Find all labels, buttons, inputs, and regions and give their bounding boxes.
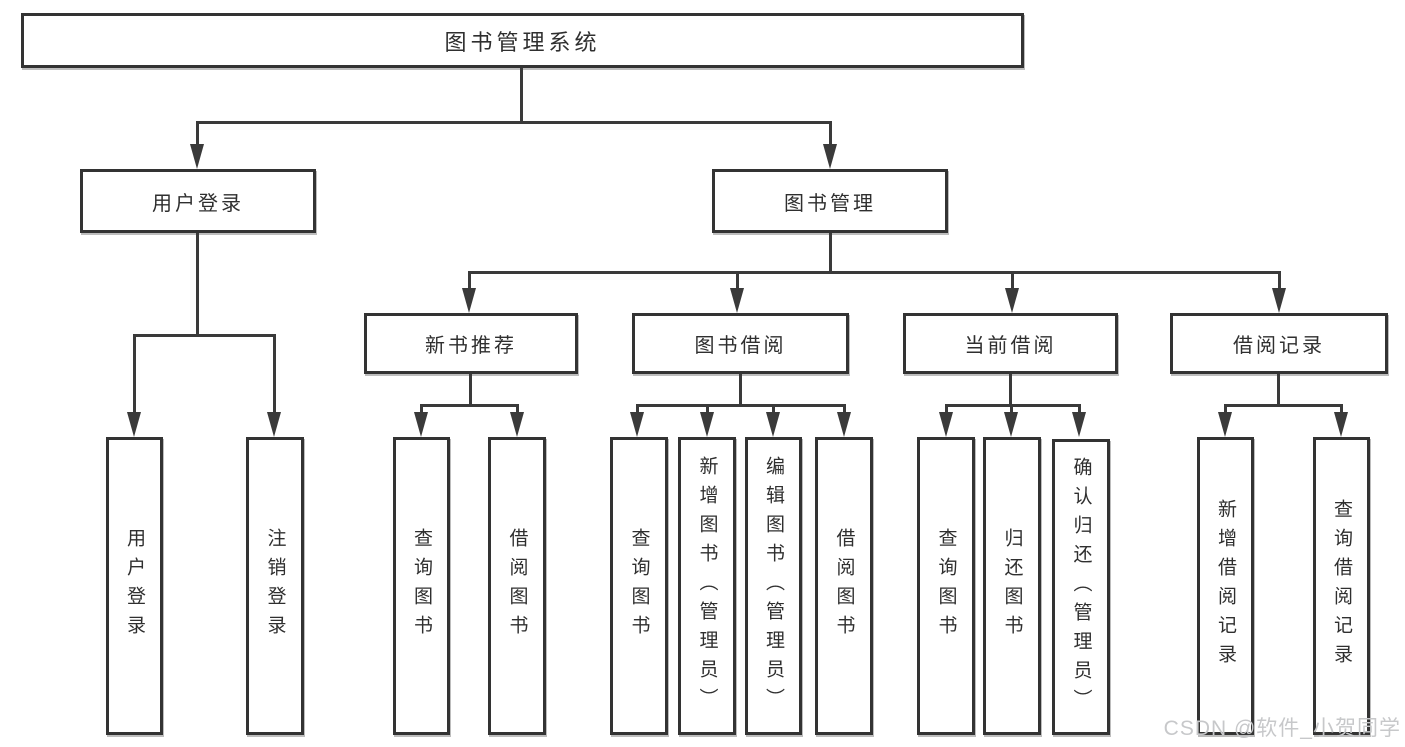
connector-stem	[420, 404, 423, 414]
node-user-login: 用户登录	[80, 169, 316, 233]
arrow-down-icon	[837, 412, 851, 437]
connector-rail	[420, 404, 519, 407]
leaf-borrow-books: 借阅图书	[815, 437, 873, 735]
connector-stem	[1278, 271, 1281, 293]
connector-rail	[945, 404, 1081, 407]
leaf-query-books-recommend: 查询图书	[393, 437, 450, 735]
arrow-down-icon	[1272, 288, 1286, 313]
connector-stem	[1078, 404, 1081, 414]
connector-stem	[843, 404, 846, 414]
arrow-down-icon	[267, 412, 281, 437]
leaf-edit-books-admin: 编辑图书（管理员）	[745, 437, 802, 735]
arrow-down-icon	[823, 144, 837, 169]
node-library-system: 图书管理系统	[21, 13, 1024, 68]
leaf-add-books-admin: 新增图书（管理员）	[678, 437, 736, 735]
arrow-down-icon	[1005, 288, 1019, 313]
connector-rail	[468, 271, 1281, 274]
connector-root-trunk	[520, 68, 523, 123]
connector-stem	[1340, 404, 1343, 414]
connector-stem	[636, 404, 639, 414]
connector-rail	[1224, 404, 1343, 407]
connector-stem	[1011, 271, 1014, 293]
leaf-query-borrow-record: 查询借阅记录	[1313, 437, 1370, 735]
connector-stem	[133, 334, 136, 414]
arrow-down-icon	[1334, 412, 1348, 437]
node-new-book-recommend: 新书推荐	[364, 313, 578, 374]
arrow-down-icon	[462, 288, 476, 313]
arrow-down-icon	[730, 288, 744, 313]
connector-stem	[772, 404, 775, 414]
node-book-management: 图书管理	[712, 169, 948, 233]
connector-stem	[736, 271, 739, 293]
connector-stem	[273, 334, 276, 414]
connector-trunk	[1009, 374, 1012, 407]
connector-stem	[196, 121, 199, 149]
connector-trunk	[829, 233, 832, 274]
arrow-down-icon	[1072, 412, 1086, 437]
arrow-down-icon	[939, 412, 953, 437]
leaf-logout: 注销登录	[246, 437, 304, 735]
node-book-borrowing: 图书借阅	[632, 313, 849, 374]
arrow-down-icon	[190, 144, 204, 169]
arrow-down-icon	[510, 412, 524, 437]
connector-trunk	[196, 233, 199, 337]
connector-trunk	[1277, 374, 1280, 407]
connector-stem	[468, 271, 471, 293]
leaf-borrow-books-recommend: 借阅图书	[488, 437, 546, 735]
connector-stem	[516, 404, 519, 414]
leaf-confirm-return-admin: 确认归还（管理员）	[1052, 439, 1110, 735]
connector-stem	[706, 404, 709, 414]
connector-stem	[1224, 404, 1227, 414]
connector-l1-rail	[196, 121, 832, 124]
connector-rail	[636, 404, 846, 407]
arrow-down-icon	[630, 412, 644, 437]
connector-trunk	[739, 374, 742, 407]
arrow-down-icon	[414, 412, 428, 437]
node-current-borrowing: 当前借阅	[903, 313, 1118, 374]
connector-stem	[829, 121, 832, 149]
connector-stem	[1010, 404, 1013, 414]
leaf-query-books-borrowing: 查询图书	[610, 437, 668, 735]
leaf-add-borrow-record: 新增借阅记录	[1197, 437, 1254, 735]
node-borrow-records: 借阅记录	[1170, 313, 1388, 374]
arrow-down-icon	[1218, 412, 1232, 437]
connector-trunk	[469, 374, 472, 407]
connector-rail	[133, 334, 276, 337]
arrow-down-icon	[1004, 412, 1018, 437]
arrow-down-icon	[127, 412, 141, 437]
csdn-watermark: CSDN @软件_小贺同学	[1163, 717, 1401, 740]
leaf-user-login: 用户登录	[106, 437, 163, 735]
leaf-return-books: 归还图书	[983, 437, 1041, 735]
connector-stem	[945, 404, 948, 414]
arrow-down-icon	[700, 412, 714, 437]
leaf-query-books-current: 查询图书	[917, 437, 975, 735]
arrow-down-icon	[766, 412, 780, 437]
